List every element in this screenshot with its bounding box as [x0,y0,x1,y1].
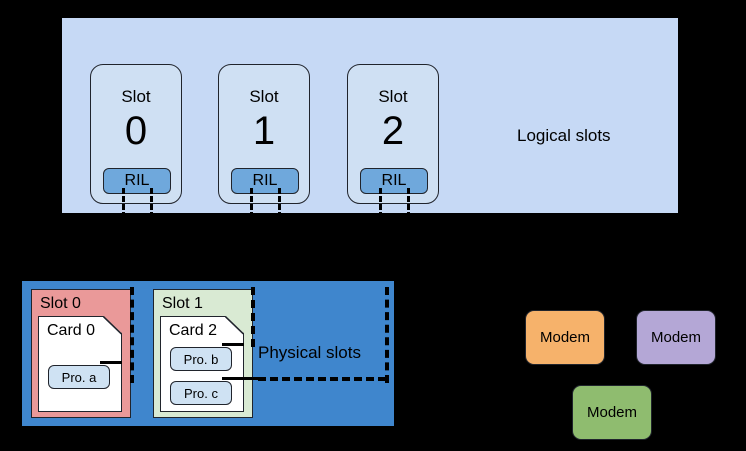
sim-card-2-label: Card 2 [169,322,218,339]
physical-slot-0[interactable]: Slot 0 Card 0 Pro. a [31,289,131,418]
logical-slot-2[interactable]: Slot 2 RIL [347,64,439,204]
logical-slot-2-word: Slot [378,87,408,106]
ril-2-leg-right [407,188,410,226]
logical-slot-2-number: 2 [381,109,405,153]
ril-2-leg-left [379,188,382,226]
physical-slot-0-bus [130,287,134,383]
physical-slot-1-bus [251,287,255,347]
physical-slots-label: Physical slots [258,343,361,362]
logical-slot-1-word: Slot [249,87,279,106]
ril-box-1[interactable]: RIL [231,168,299,194]
logical-slot-0-number: 0 [124,109,148,153]
ril-1-leg-right [278,188,281,226]
profile-a[interactable]: Pro. a [48,365,110,389]
profile-b[interactable]: Pro. b [170,347,232,371]
modem-1[interactable]: Modem [636,310,716,365]
modem-2[interactable]: Modem [572,385,652,440]
logical-slot-0[interactable]: Slot 0 RIL [90,64,182,204]
physical-slots-bottom-bus [258,377,386,381]
physical-slots-panel: Slot 0 Card 0 Pro. a Slot 1 Card 2 Pro. … [22,281,394,426]
logical-slot-1[interactable]: Slot 1 RIL [218,64,310,204]
ril-0-leg-left [122,188,125,226]
logical-slots-panel: Slot 0 RIL Slot 1 RIL Slot 2 RIL Logical… [62,18,678,226]
logical-slot-1-number: 1 [252,109,276,153]
sim-card-0[interactable]: Card 0 Pro. a [38,316,122,412]
ril-box-2[interactable]: RIL [360,168,428,194]
sim-card-0-label: Card 0 [47,322,96,339]
physical-slots-right-bus [385,287,389,383]
logical-slots-label: Logical slots [517,126,611,145]
physical-slot-1-label: Slot 1 [162,295,203,312]
modem-0[interactable]: Modem [525,310,605,365]
logical-slot-0-word: Slot [121,87,151,106]
physical-slot-0-label: Slot 0 [40,295,81,312]
ril-0-leg-right [150,188,153,226]
physical-slot-1[interactable]: Slot 1 Card 2 Pro. b Pro. c [153,289,253,418]
ril-1-leg-left [250,188,253,226]
profile-a-connector [100,361,122,364]
profile-c-connector [222,377,258,380]
ril-box-0[interactable]: RIL [103,168,171,194]
profile-b-connector [222,343,244,346]
sim-card-2[interactable]: Card 2 Pro. b Pro. c [160,316,244,412]
profile-c[interactable]: Pro. c [170,381,232,405]
